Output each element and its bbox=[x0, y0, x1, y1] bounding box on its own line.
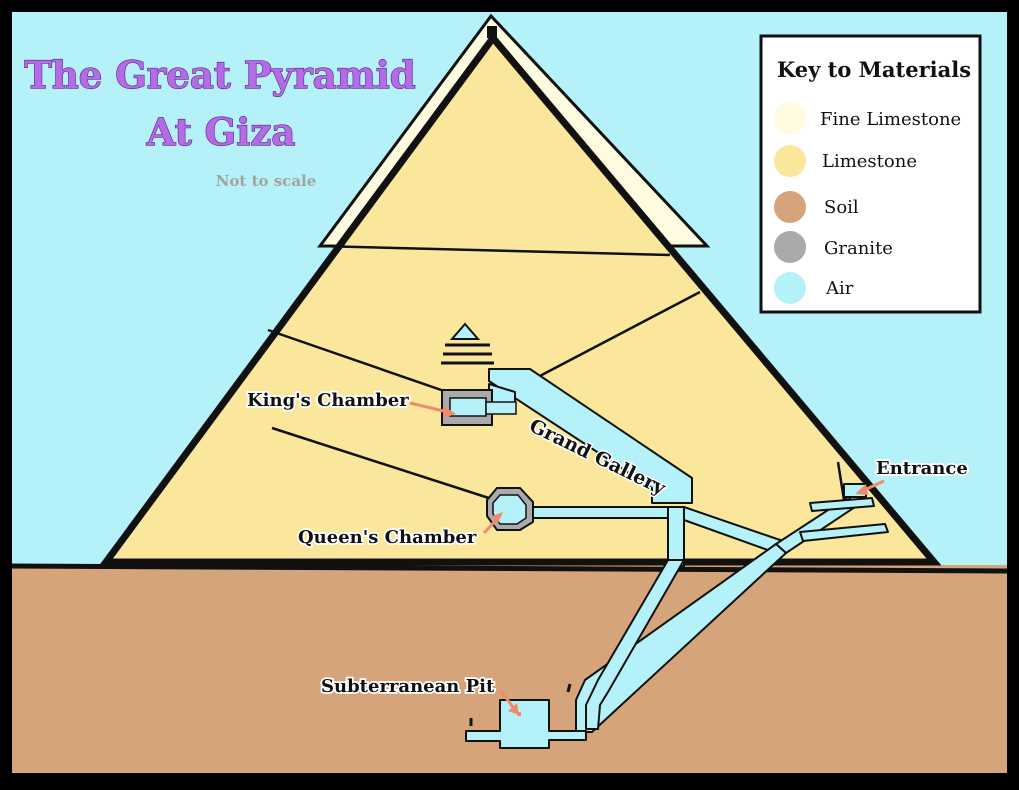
subterranean-pit bbox=[465, 699, 587, 749]
well-shaft-upper bbox=[667, 506, 685, 567]
entrance-side-passage-1 bbox=[799, 523, 889, 542]
label-arrows bbox=[409, 401, 885, 715]
well-shaft-lower bbox=[585, 559, 685, 730]
key-label-soil: Soil bbox=[824, 197, 859, 218]
key-swatch-soil bbox=[774, 191, 806, 223]
scale-note: Not to scale bbox=[216, 172, 317, 190]
air-passages bbox=[465, 368, 889, 749]
relieving-chambers bbox=[441, 322, 494, 365]
title-line-2: At Giza bbox=[146, 110, 296, 154]
grand-gallery bbox=[488, 368, 693, 504]
entrance-side-passage-2 bbox=[809, 497, 875, 512]
label-entrance: Entrance bbox=[876, 458, 968, 479]
queens-passage bbox=[529, 506, 685, 519]
key-swatch-air bbox=[774, 272, 806, 304]
label-subterranean-pit: Subterranean Pit bbox=[321, 676, 495, 697]
key-label-fine-limestone: Fine Limestone bbox=[820, 109, 961, 130]
key-swatch-fine-limestone bbox=[774, 102, 806, 134]
key-label-granite: Granite bbox=[824, 238, 893, 259]
pit-mark-2 bbox=[566, 683, 572, 693]
kings-chamber bbox=[441, 389, 517, 426]
key-swatch-granite bbox=[774, 231, 806, 263]
key-label-limestone: Limestone bbox=[822, 151, 917, 172]
label-kings-chamber: King's Chamber bbox=[247, 390, 409, 411]
key-swatch-limestone bbox=[774, 145, 806, 177]
label-queens-chamber: Queen's Chamber bbox=[298, 527, 477, 548]
pyramid-body bbox=[99, 32, 942, 566]
pyramid-apex bbox=[487, 26, 497, 38]
key-label-air: Air bbox=[825, 278, 854, 299]
ground-line bbox=[11, 563, 1008, 574]
title-line-1: The Great Pyramid bbox=[24, 53, 415, 97]
pit-marker-dot bbox=[517, 712, 521, 716]
stone-layer-lines bbox=[267, 244, 846, 502]
materials-key: Key to Materials Fine Limestone Limeston… bbox=[759, 34, 982, 314]
key-title: Key to Materials bbox=[777, 57, 971, 82]
